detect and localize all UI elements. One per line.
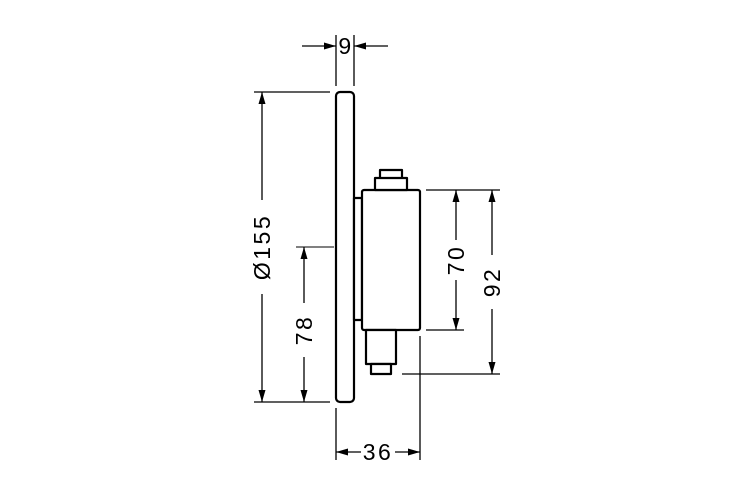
arrowhead-up: [300, 247, 308, 259]
arrowhead-up: [258, 92, 266, 104]
dim-plate-diameter: Ø155: [249, 91, 330, 403]
cap-lower-step: [373, 176, 409, 192]
dim-label-plate-thickness: 9: [338, 33, 353, 59]
lower-housing: [364, 328, 398, 366]
arrowhead-right: [324, 42, 336, 50]
wall-plate-side: [334, 90, 356, 404]
dim-plate-thickness: 9: [302, 33, 388, 86]
dim-label-installation-depth: 36: [363, 439, 394, 465]
collar: [352, 196, 364, 322]
arrowhead-down: [300, 390, 308, 402]
arrowhead-left: [354, 42, 366, 50]
dim-center-to-bottom: 78: [291, 247, 317, 402]
arrowhead-up: [452, 190, 460, 202]
dim-overall-body-height: 92: [402, 190, 505, 375]
valve-assembly: [296, 90, 422, 404]
arrowhead-right: [408, 448, 420, 456]
arrowhead-left: [336, 448, 348, 456]
dim-label-center-to-bottom: 78: [291, 315, 317, 346]
valve-body: [360, 188, 422, 332]
arrowhead-down: [488, 362, 496, 374]
dim-installation-depth: 36: [335, 336, 421, 465]
arrowhead-down: [258, 390, 266, 402]
lower-housing-step: [369, 362, 393, 376]
arrowhead-down: [452, 318, 460, 330]
arrowhead-up: [488, 190, 496, 202]
dim-label-overall-body-height: 92: [479, 267, 505, 298]
dim-label-plate-diameter: Ø155: [249, 214, 275, 280]
dim-body-height: 70: [426, 189, 500, 331]
dim-label-body-height: 70: [443, 245, 469, 276]
